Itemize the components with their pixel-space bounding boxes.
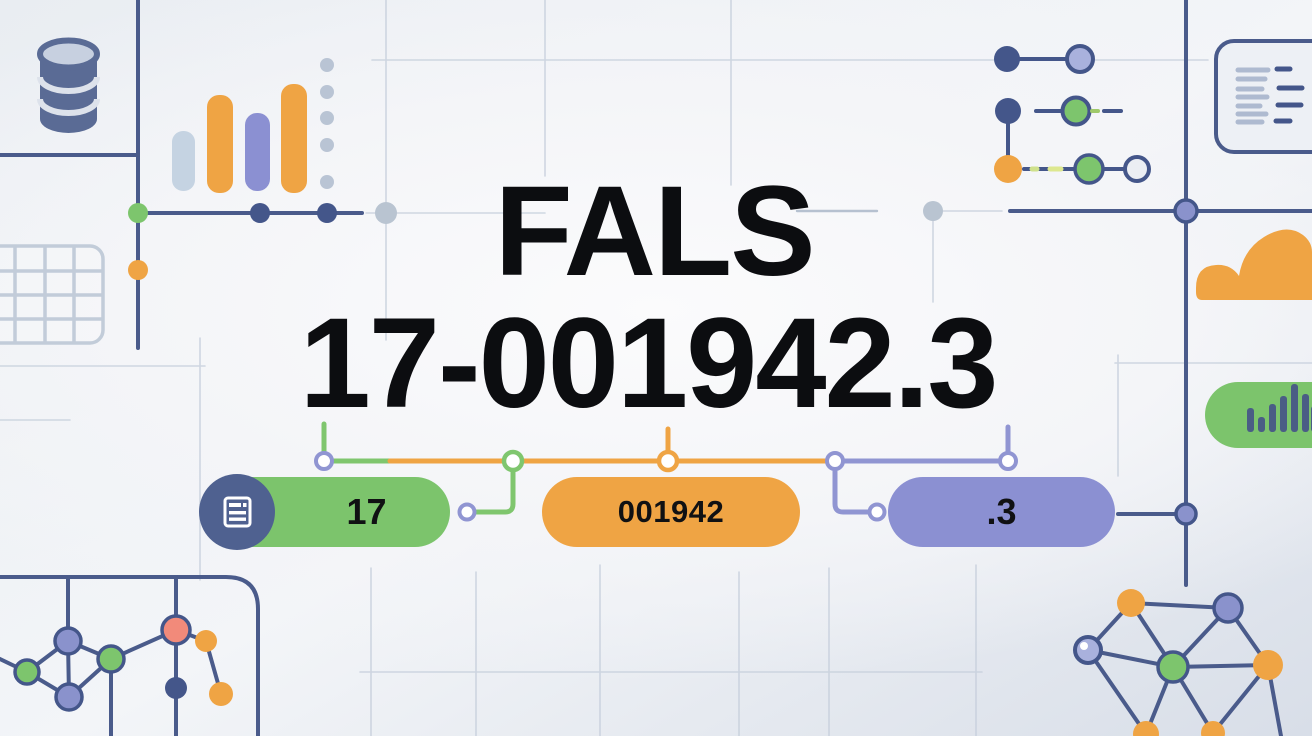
green-node [128, 203, 148, 223]
badge-prefix-label: 17 [346, 491, 387, 532]
bar-chart-icon [172, 84, 307, 193]
document-glyph [223, 496, 252, 528]
badge-suffix: .3 [888, 477, 1115, 547]
database-icon [37, 37, 100, 133]
purple-rail-node-bottom [1174, 502, 1198, 526]
badge-middle: 001942 [542, 477, 800, 547]
badge-middle-label: 001942 [617, 494, 725, 529]
dotted-column-icon [320, 58, 334, 189]
mini-bar-chart-icon [1205, 382, 1312, 448]
document-badge-icon [199, 474, 275, 550]
ring-node [457, 502, 477, 522]
ring-node [867, 502, 887, 522]
headline-status: FALS [494, 160, 815, 303]
ring-node [314, 451, 334, 471]
network-graph-right-nodes [1073, 589, 1283, 736]
rounded-frame-bottom-left [0, 575, 260, 736]
ring-node [656, 449, 680, 473]
rail-nodes [128, 198, 1199, 526]
headline-number: 17-001942.3 [299, 292, 999, 435]
cloud-icon [1196, 229, 1312, 300]
segment-connector [314, 421, 1018, 522]
ring-node [998, 451, 1018, 471]
badge-prefix: 17 [199, 474, 450, 550]
network-graph-left-nodes [13, 614, 233, 712]
table-grid-icon [0, 244, 105, 345]
purple-rail-node-top [1173, 198, 1199, 224]
connector-drop-green [473, 465, 516, 515]
ring-node [825, 451, 845, 471]
connector-drop-purple [832, 465, 871, 515]
badge-suffix-label: .3 [986, 491, 1017, 532]
document-card-icon [1214, 39, 1312, 154]
ring-node [501, 449, 525, 473]
orange-node [128, 260, 148, 280]
dot-plot-icon [994, 44, 1151, 185]
